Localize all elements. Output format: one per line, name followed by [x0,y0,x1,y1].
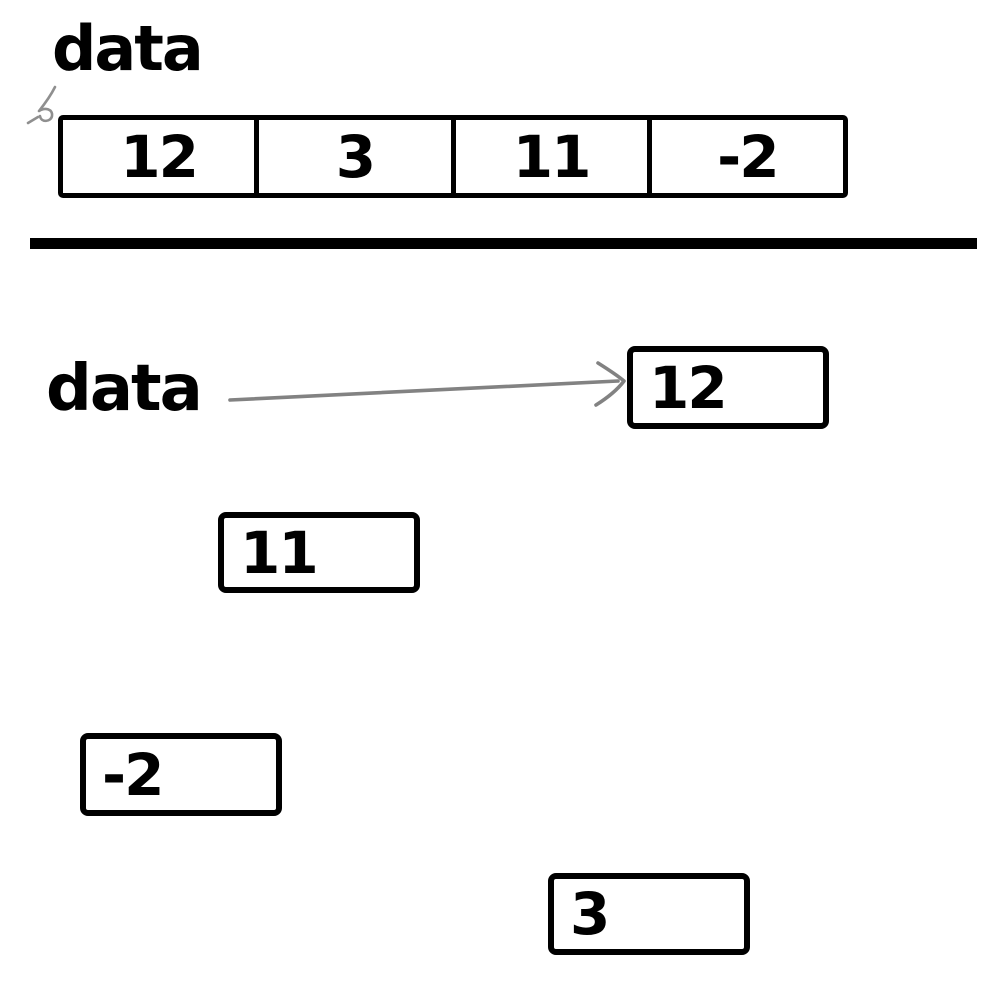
box-neg2: -2 [80,733,282,816]
pen-squiggle-icon [26,85,57,125]
box-neg2-value: -2 [102,740,164,809]
box-3: 3 [548,873,750,955]
box-3-value: 3 [570,880,610,948]
pointer-label: data [46,352,203,426]
array-label: data [52,12,204,85]
array-cell-1: 3 [254,120,450,193]
pointer-arrow-icon [228,361,626,407]
section-divider [30,238,977,249]
box-11: 11 [218,512,420,593]
box-12-value: 12 [649,353,728,422]
box-11-value: 11 [240,518,319,587]
box-12: 12 [627,346,829,429]
array-cell-2: 11 [450,120,647,193]
array-cell-3: -2 [646,120,843,193]
array-cell-0: 12 [120,122,199,191]
array-box: 12 3 11 -2 [58,115,848,198]
